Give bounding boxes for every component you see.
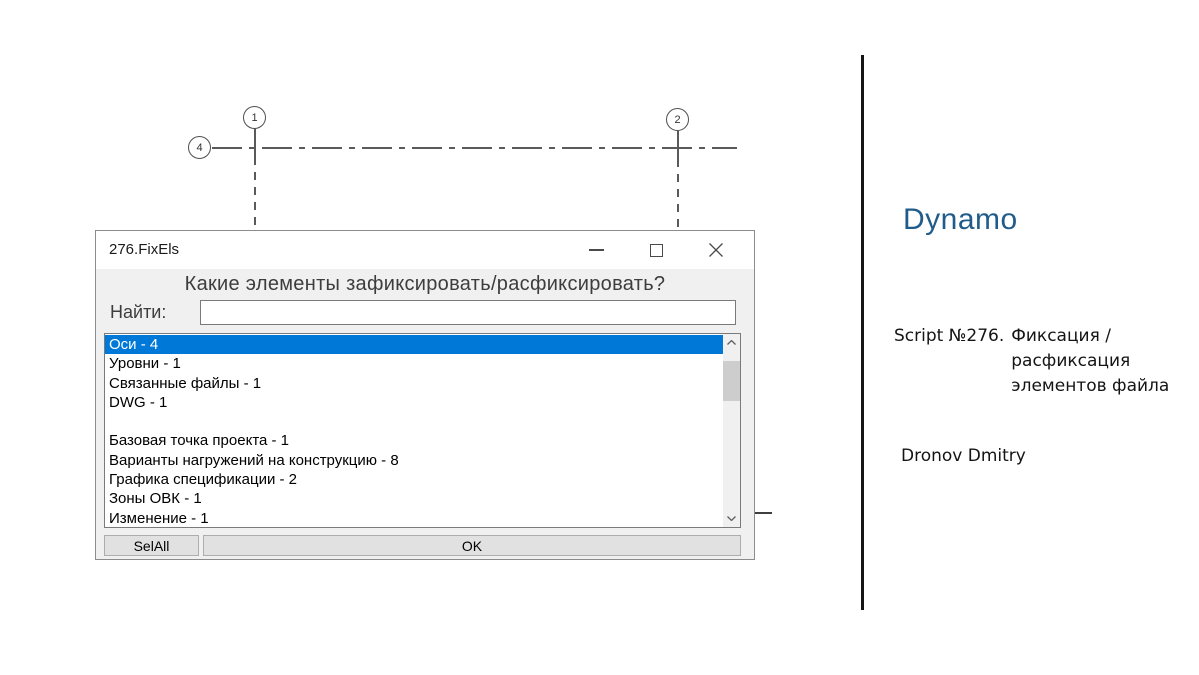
chevron-up-icon bbox=[727, 340, 736, 345]
grid-bubble-2-label: 2 bbox=[674, 113, 681, 126]
dialog-question-header: Какие элементы зафиксировать/расфиксиров… bbox=[184, 273, 666, 295]
fixels-dialog: 276.FixEls Какие элементы зафиксировать/… bbox=[95, 230, 755, 560]
slide-divider-line bbox=[861, 55, 864, 610]
list-item[interactable]: Связанные файлы - 1 bbox=[109, 374, 262, 392]
maximize-button[interactable] bbox=[626, 231, 686, 269]
grid-bubble-1-label: 1 bbox=[251, 111, 258, 124]
grid-bubble-2: 2 bbox=[666, 108, 689, 131]
script-desc-line-1: Фиксация / bbox=[1011, 326, 1111, 346]
script-description-lines: Фиксация / расфиксация элементов файла bbox=[1011, 324, 1169, 399]
scrollbar-thumb[interactable] bbox=[723, 361, 740, 401]
window-controls bbox=[566, 231, 746, 269]
script-desc-line-3: элементов файла bbox=[1011, 376, 1170, 396]
list-item[interactable]: DWG - 1 bbox=[109, 393, 168, 411]
script-description: Script №276. Фиксация / расфиксация элем… bbox=[894, 324, 1169, 399]
chevron-down-icon bbox=[727, 516, 736, 521]
scroll-down-button[interactable] bbox=[723, 510, 740, 527]
list-item[interactable] bbox=[105, 412, 723, 431]
ok-button[interactable]: OK bbox=[203, 535, 741, 556]
dynamo-title: Dynamo bbox=[903, 203, 1018, 236]
script-number-label: Script №276. bbox=[894, 326, 1005, 346]
author-name: Dronov Dmitry bbox=[901, 446, 1026, 466]
minimize-icon bbox=[588, 249, 604, 251]
list-item[interactable]: Базовая точка проекта - 1 bbox=[109, 432, 290, 450]
grid-bubble-4-label: 4 bbox=[196, 141, 203, 154]
grid-bubble-4: 4 bbox=[188, 136, 211, 159]
list-item[interactable]: Графика спецификации - 2 bbox=[109, 471, 297, 489]
script-desc-line-2: расфиксация bbox=[1011, 351, 1131, 371]
dialog-titlebar[interactable]: 276.FixEls bbox=[96, 231, 754, 269]
dialog-title: 276.FixEls bbox=[109, 241, 180, 258]
listbox-scrollbar[interactable] bbox=[723, 334, 740, 527]
grid-line-stub-right-of-dialog bbox=[755, 512, 772, 514]
search-input[interactable] bbox=[200, 300, 736, 325]
select-all-button[interactable]: SelAll bbox=[104, 535, 199, 556]
minimize-button[interactable] bbox=[566, 231, 626, 269]
list-item[interactable]: Изменение - 1 bbox=[109, 509, 209, 527]
close-icon bbox=[709, 243, 723, 257]
close-button[interactable] bbox=[686, 231, 746, 269]
grid-1-line-stub bbox=[254, 129, 256, 157]
list-item[interactable]: Оси - 4 bbox=[105, 335, 723, 355]
list-item[interactable]: Варианты нагружений на конструкцию - 8 bbox=[109, 451, 399, 469]
grid-2-line-dashed bbox=[677, 159, 679, 230]
grid-line-horizontal bbox=[212, 147, 737, 149]
grid-bubble-1: 1 bbox=[243, 106, 266, 129]
maximize-icon bbox=[649, 243, 663, 257]
scroll-up-button[interactable] bbox=[723, 334, 740, 351]
grid-2-line-stub bbox=[677, 131, 679, 159]
list-item[interactable]: Уровни - 1 bbox=[109, 355, 181, 373]
grid-1-line-dashed bbox=[254, 157, 256, 230]
list-item[interactable]: Зоны ОВК - 1 bbox=[109, 490, 202, 508]
search-label: Найти: bbox=[110, 302, 167, 322]
